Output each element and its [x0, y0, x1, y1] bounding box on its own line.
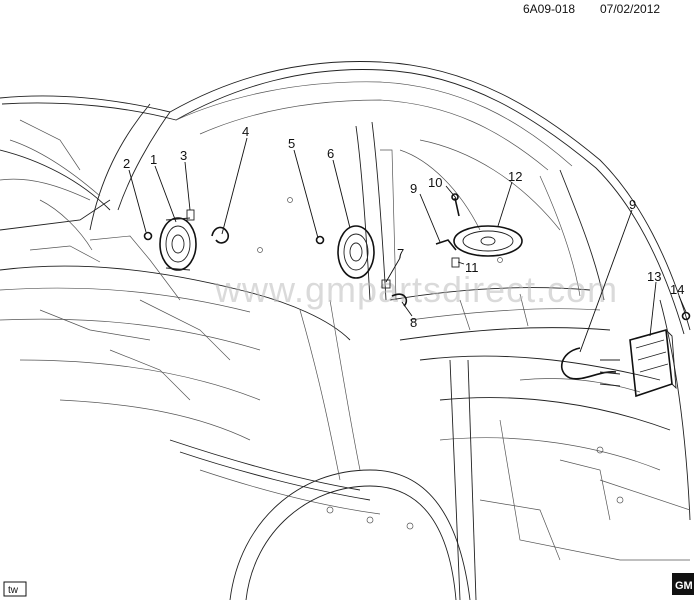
leader-lines	[128, 137, 687, 353]
speaker-connector	[381, 279, 391, 289]
callout-2: 2	[123, 156, 130, 171]
callout-3: 3	[180, 148, 187, 163]
diagram-code: 6A09-018	[523, 2, 575, 16]
callout-6: 6	[327, 146, 334, 161]
callout-1: 1	[150, 152, 157, 167]
callout-8: 8	[410, 315, 417, 330]
retainer-clip	[186, 209, 195, 221]
callout-14: 14	[670, 282, 684, 297]
shelf-bolt	[451, 193, 460, 217]
callout-9-shelf: 9	[410, 181, 417, 196]
diagram-date: 07/02/2012	[600, 2, 660, 16]
callout-4: 4	[242, 124, 249, 139]
gm-logo-text: GM	[675, 580, 693, 592]
rear-shelf-speaker	[453, 225, 523, 257]
amplifier-harness	[560, 347, 621, 387]
callout-12: 12	[508, 169, 522, 184]
gm-logo: GM	[672, 573, 694, 595]
amplifier-nut	[681, 311, 691, 321]
shelf-speaker-harness	[435, 239, 457, 251]
shelf-connector	[451, 257, 460, 268]
callout-9-amplifier: 9	[629, 197, 636, 212]
speaker-bolt-left	[143, 231, 153, 241]
rear-door-harness	[391, 293, 408, 307]
front-door-speaker	[159, 217, 197, 271]
front-speaker-harness	[211, 226, 230, 244]
callout-5: 5	[288, 136, 295, 151]
speaker-bolt-center	[315, 235, 325, 245]
vehicle-body-outline	[0, 61, 691, 600]
watermark: www.gmpartsdirect.com	[214, 269, 618, 310]
callout-11: 11	[465, 260, 479, 275]
view-tag-text: tw	[8, 585, 19, 596]
rear-door-speaker	[337, 225, 375, 279]
radio-amplifier	[629, 328, 677, 398]
callout-7: 7	[397, 246, 404, 261]
callout-13: 13	[647, 269, 661, 284]
view-tag: tw	[3, 581, 27, 597]
callout-10: 10	[428, 175, 442, 190]
